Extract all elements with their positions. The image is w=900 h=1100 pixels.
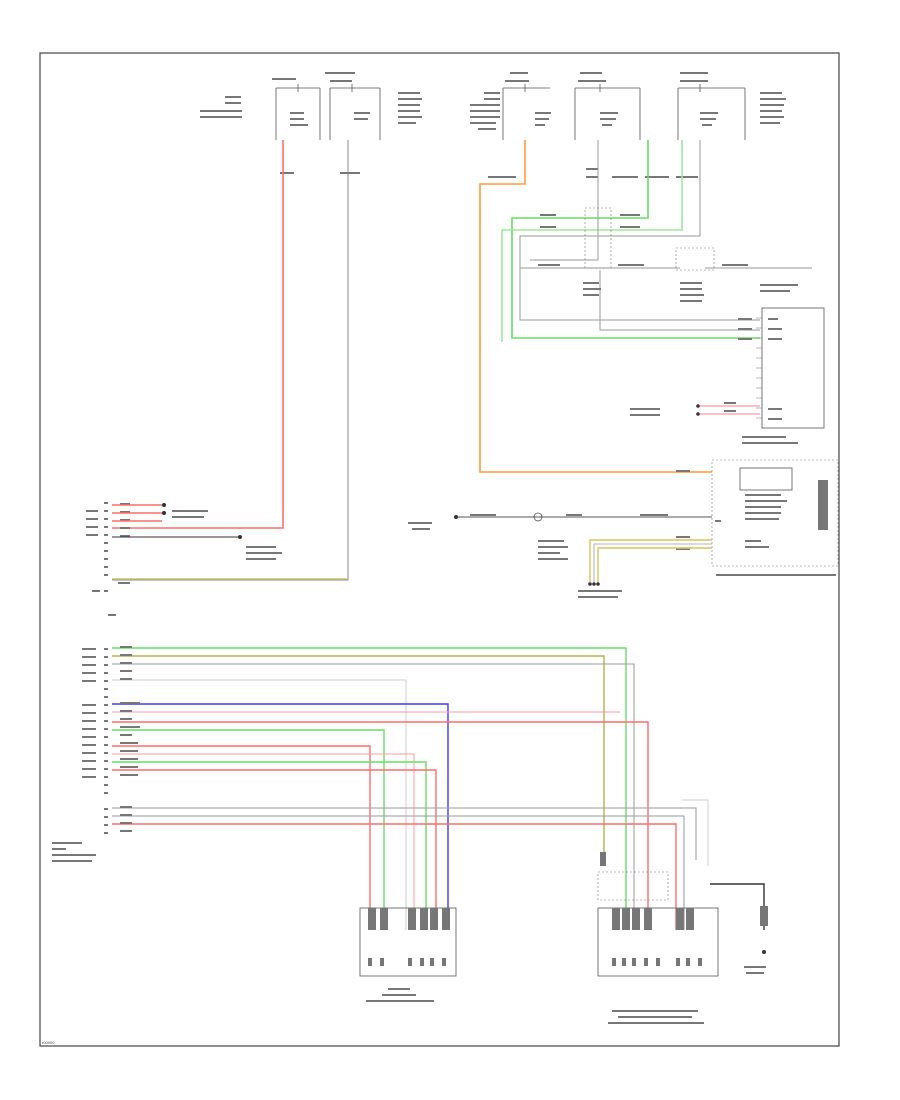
junction-boxes bbox=[538, 207, 798, 302]
diagram-frame bbox=[39, 52, 840, 1047]
top-wires bbox=[112, 140, 812, 581]
relay-and-yellow-wires bbox=[408, 512, 712, 598]
bottom-connector-right bbox=[597, 852, 768, 1024]
right-sensor-module bbox=[630, 307, 825, 444]
left-connector-upper bbox=[86, 502, 282, 616]
figure-id-text: r00000 bbox=[42, 1040, 55, 1045]
bottom-connector-left bbox=[359, 907, 457, 1002]
top-fuse-relay-area bbox=[200, 72, 786, 178]
lower-left-wires bbox=[112, 647, 709, 930]
lower-left-connector-labels bbox=[52, 646, 140, 862]
control-module bbox=[676, 459, 839, 576]
figure-id: r00000 bbox=[42, 1040, 55, 1045]
